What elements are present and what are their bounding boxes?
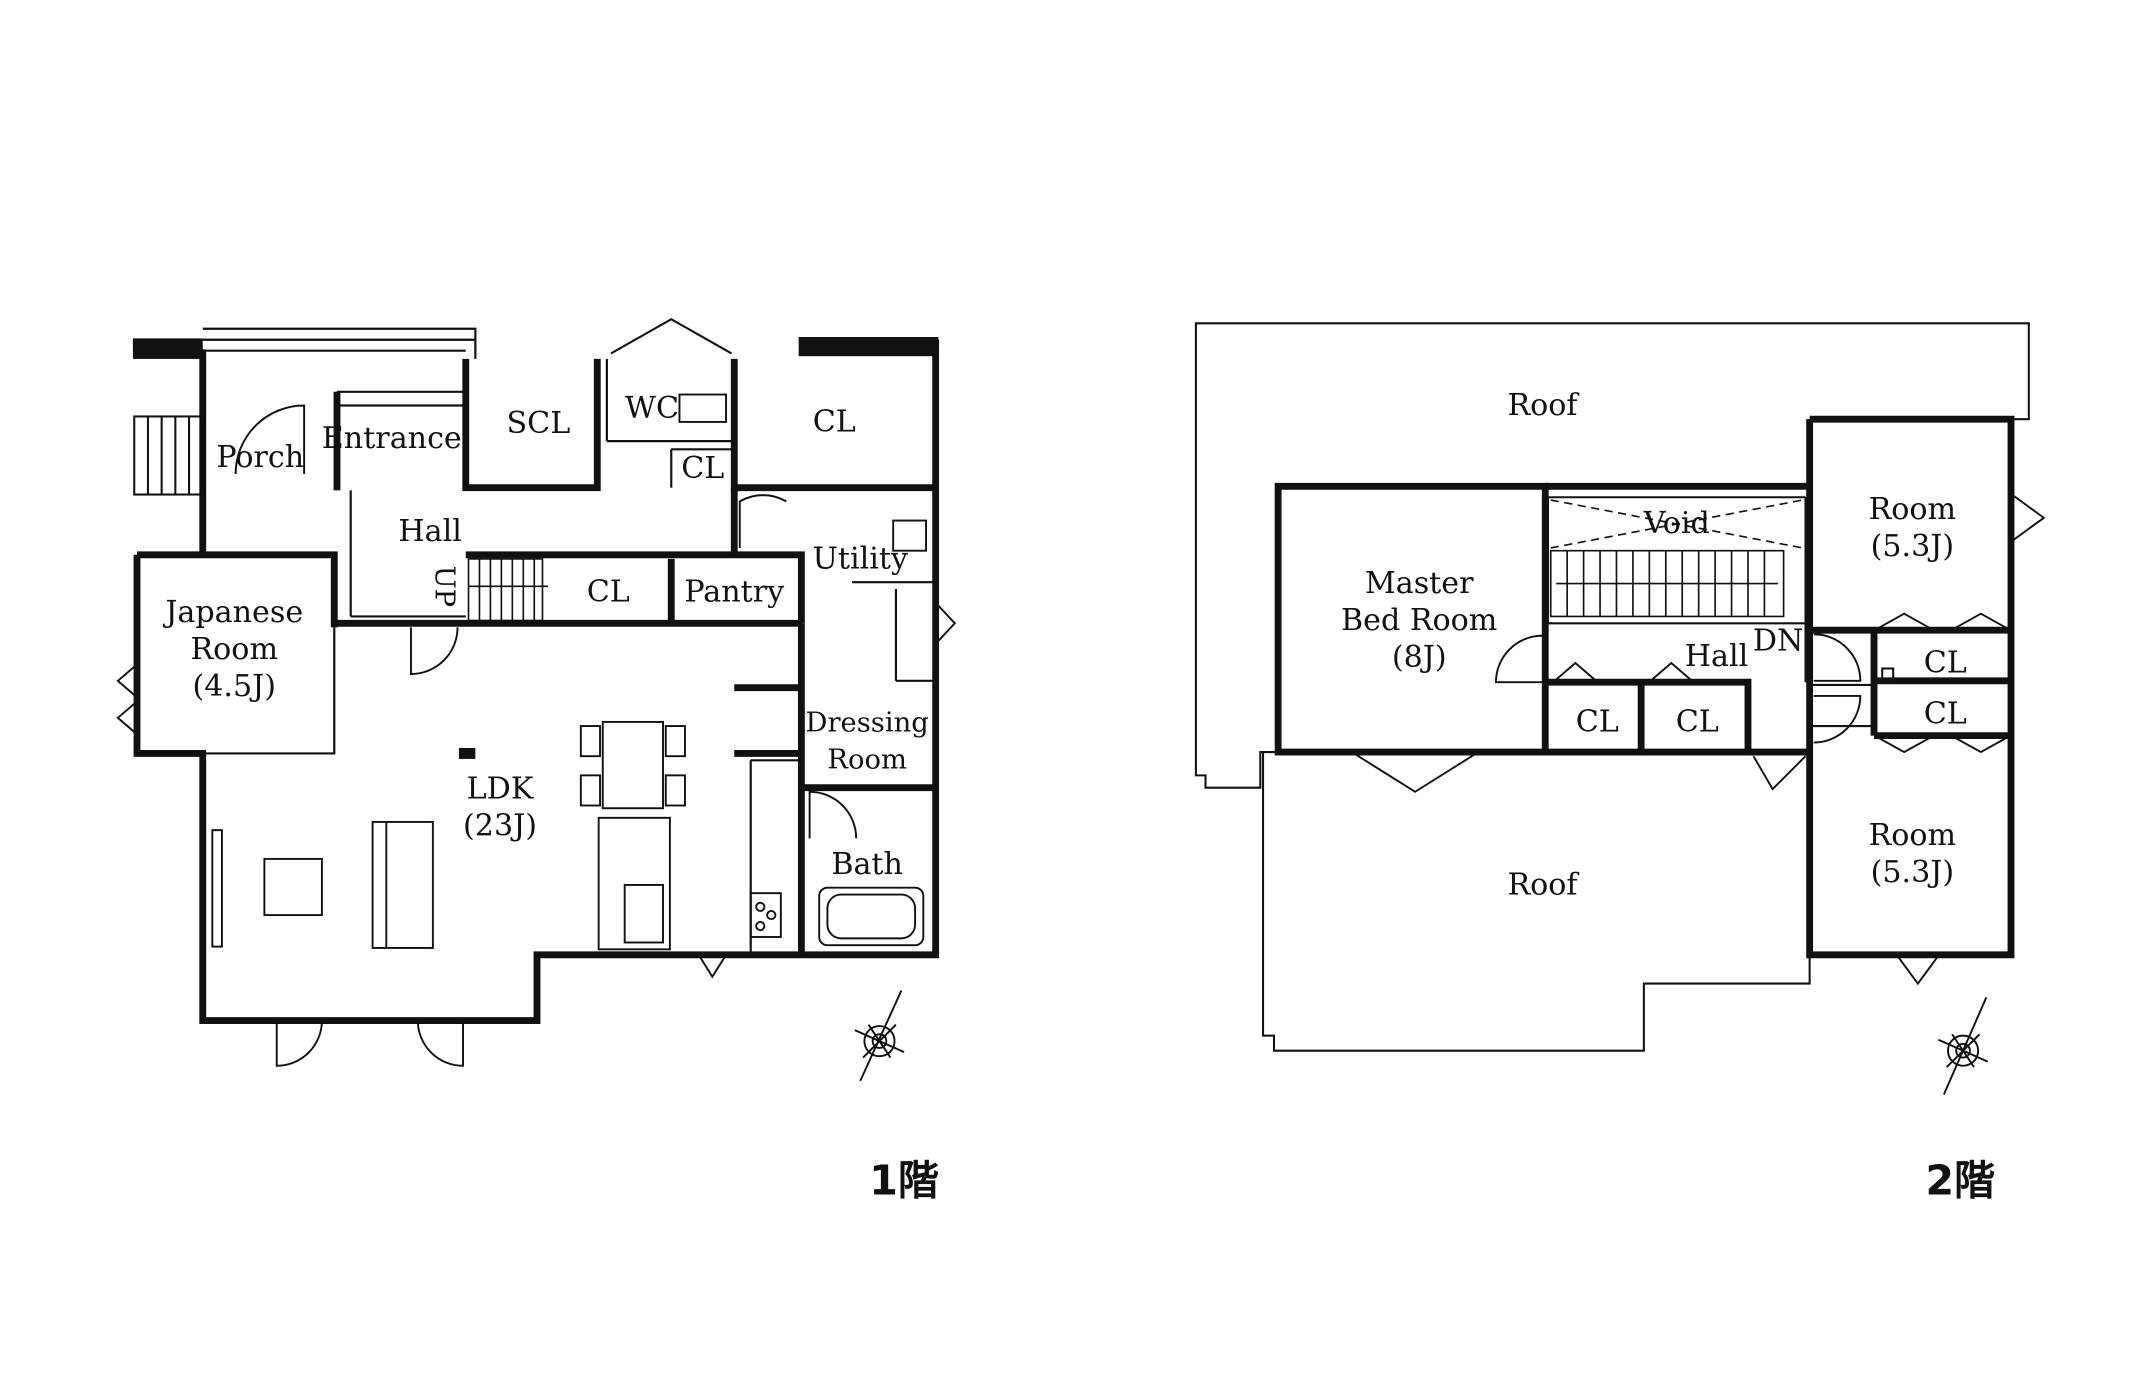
coffee-table xyxy=(263,857,323,917)
roof-outlines xyxy=(1194,322,2030,1052)
master-bedroom-size: (8J) xyxy=(1392,640,1447,675)
entrance-label: Entrance xyxy=(322,421,462,456)
cooktop xyxy=(749,892,782,938)
compass2-icon xyxy=(1938,996,1989,1095)
hall2-label: Hall xyxy=(1685,639,1749,674)
room-top-size: (5.3J) xyxy=(1871,529,1955,564)
floor2-doors xyxy=(1355,495,2046,986)
closet-top-label: CL xyxy=(813,405,856,440)
porch-steps xyxy=(133,415,204,496)
japanese-room-label-1: Japanese xyxy=(162,595,303,630)
roof-bottom-label: Roof xyxy=(1507,868,1579,903)
floor1-label: 1階 xyxy=(869,1157,939,1205)
dressing-room-label-1: Dressing xyxy=(806,708,929,739)
floor1-plan: Porch Entrance SCL WC CL CL Hall UP CL P… xyxy=(116,318,957,1205)
floor2-thin-walls xyxy=(1546,496,1895,728)
scl-label: SCL xyxy=(507,406,571,441)
dining-table xyxy=(601,720,664,810)
floor1-walls xyxy=(133,339,940,1024)
room-top-label: Room xyxy=(1869,492,1957,527)
floor1-staircase xyxy=(467,558,548,622)
pantry-label: Pantry xyxy=(684,574,784,609)
utility-label: Utility xyxy=(813,542,909,577)
ldk-size: (23J) xyxy=(463,809,537,844)
wc-closet-label: CL xyxy=(681,451,724,486)
closet-right-bottom-label: CL xyxy=(1924,696,1967,731)
japanese-room-size: (4.5J) xyxy=(193,669,276,704)
japanese-room-label-2: Room xyxy=(190,632,278,667)
stair-down-label: DN xyxy=(1753,624,1804,659)
hall-label: Hall xyxy=(398,514,462,549)
stair-up-label: UP xyxy=(429,566,460,608)
wc-label: WC xyxy=(625,391,679,426)
room-bottom-label: Room xyxy=(1869,818,1957,853)
floor2-staircase xyxy=(1549,549,1785,618)
floor2-labels: Roof Roof Void Master Bed Room (8J) Hall… xyxy=(1341,388,1967,902)
floor1-wall-blocks xyxy=(132,336,939,759)
floor1-doors xyxy=(116,404,957,1067)
master-bedroom-label-2: Bed Room xyxy=(1341,603,1497,638)
toilet xyxy=(678,393,728,423)
compass-icon xyxy=(854,990,905,1082)
ldk-label: LDK xyxy=(467,772,534,807)
floor1-labels: Porch Entrance SCL WC CL CL Hall UP CL P… xyxy=(162,391,928,882)
sofa xyxy=(371,820,434,949)
master-bedroom-label-1: Master xyxy=(1365,566,1474,601)
closet-mid-label: CL xyxy=(1676,705,1719,740)
porch-label: Porch xyxy=(216,440,304,475)
floor1-fixtures xyxy=(211,393,928,951)
wc-bay-window xyxy=(610,318,733,355)
floor2-plan: Roof Roof Void Master Bed Room (8J) Hall… xyxy=(1194,322,2046,1205)
bathtub xyxy=(818,886,925,947)
void-dashes xyxy=(1550,499,1803,549)
bath-label: Bath xyxy=(831,847,903,882)
closet-left-label: CL xyxy=(1576,705,1619,740)
void-label: Void xyxy=(1643,506,1710,541)
kitchen-island xyxy=(597,816,671,951)
tv-board xyxy=(211,829,223,948)
roof-top-label: Roof xyxy=(1507,388,1579,423)
closet-right-top-label: CL xyxy=(1924,646,1967,681)
stair-closet-label: CL xyxy=(587,574,630,609)
room-bottom-size: (5.3J) xyxy=(1871,855,1955,890)
floor2-walls xyxy=(1274,415,2015,959)
floor2-label: 2階 xyxy=(1925,1157,1995,1205)
dressing-room-label-2: Room xyxy=(827,745,907,776)
